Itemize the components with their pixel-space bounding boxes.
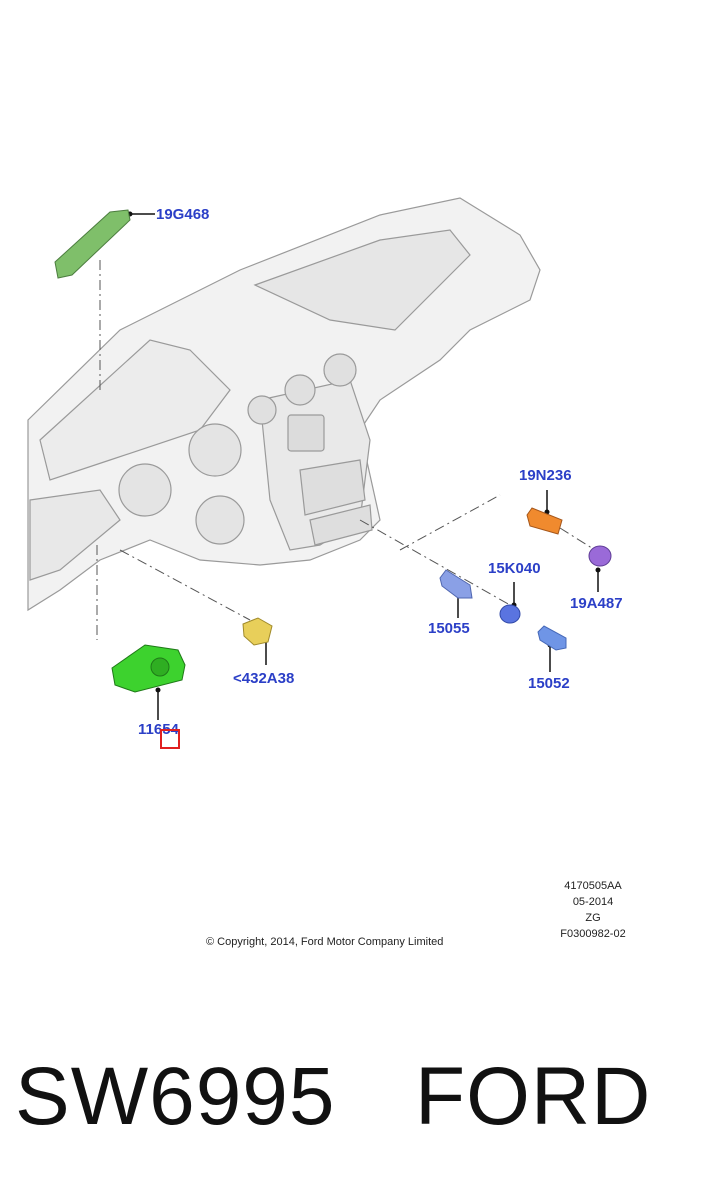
drawing-zone: ZG [585, 912, 601, 924]
part-label-19N236: 19N236 [519, 467, 572, 484]
parts-diagram [27, 197, 612, 720]
highlight-box [160, 729, 180, 749]
leader-lines [96, 260, 596, 640]
part-label-15055: 15055 [428, 620, 470, 637]
part-number-banner: SW6995 [15, 1051, 336, 1142]
part-15052-shape [537, 625, 567, 651]
part-label-19G468: 19G468 [156, 206, 210, 223]
drawing-date: 05-2014 [572, 896, 614, 908]
part-15055-shape [439, 569, 473, 599]
part-15K040-shape [499, 604, 521, 624]
drawing-code: 4170505AA [564, 880, 622, 892]
part-label-11654: 11654 [138, 721, 179, 738]
copyright-text: © Copyright, 2014, Ford Motor Company Li… [206, 936, 444, 948]
part-label-19A487: 19A487 [570, 595, 623, 612]
part-432A38-shape [242, 617, 273, 646]
part-11654-shape [111, 644, 186, 693]
part-label-15052: 15052 [528, 675, 570, 692]
brand-banner: FORD [415, 1051, 652, 1142]
dashboard-illustration [27, 197, 541, 612]
part-19A487-shape [588, 545, 612, 567]
drawing-ref: F0300982-02 [560, 928, 626, 940]
part-19N236-shape [526, 507, 563, 535]
part-label-15K040: 15K040 [488, 560, 541, 577]
part-19G468-shape [54, 209, 131, 279]
part-label-432A38: <432A38 [233, 670, 295, 687]
callout-lines [130, 213, 599, 720]
